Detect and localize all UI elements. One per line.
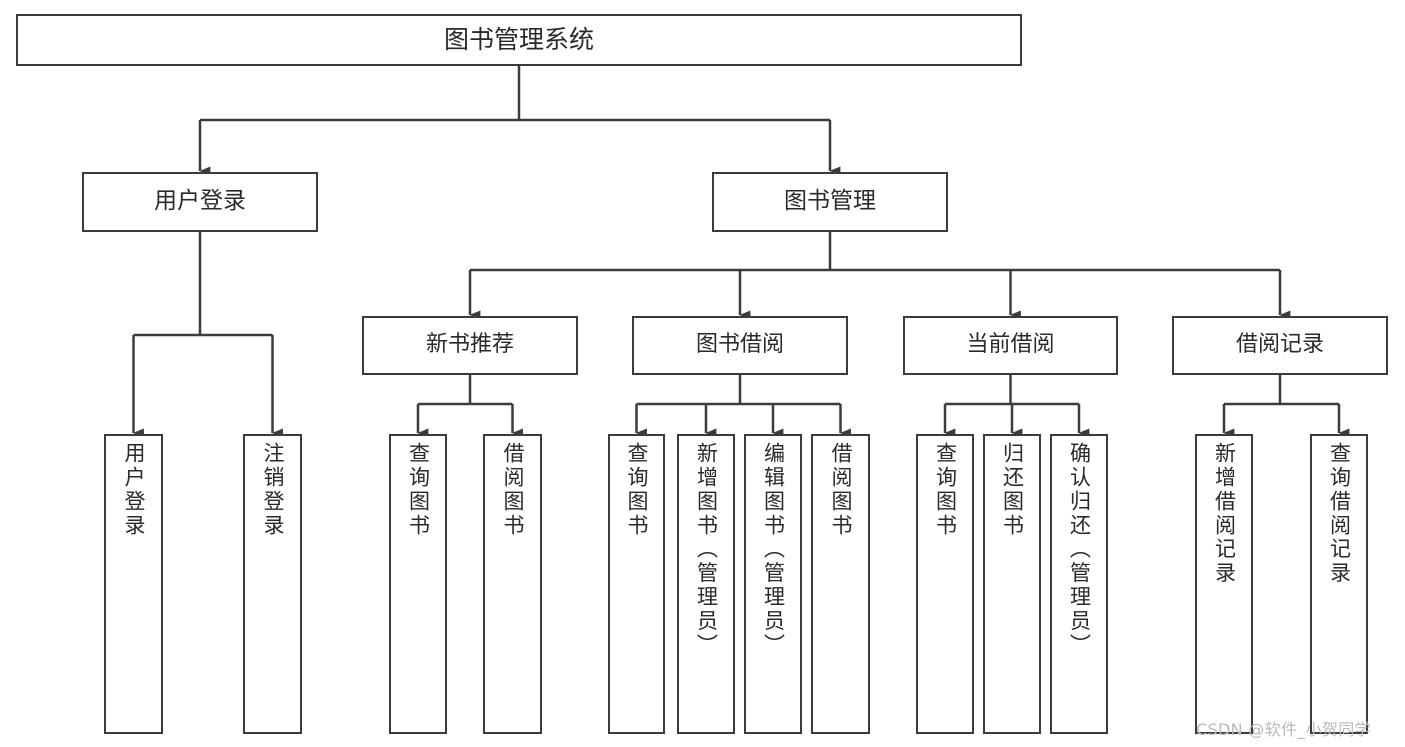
node-leaf-logout[interactable]: 注销登录 — [243, 434, 302, 734]
node-label: 查询图书 — [933, 442, 958, 538]
node-label: 借阅图书 — [501, 442, 525, 538]
node-label: 查询借阅记录 — [1327, 442, 1352, 586]
node-label: 用户登录 — [122, 442, 146, 538]
node-label: 查询图书 — [406, 442, 431, 538]
tree-connectors — [132, 66, 1350, 438]
node-label: 确认归还（管理员） — [1067, 442, 1092, 658]
node-label: 图书借阅 — [695, 332, 784, 358]
node-leaf-query-book-3[interactable]: 查询图书 — [916, 434, 974, 734]
node-label: 编辑图书（管理员） — [761, 442, 786, 658]
node-leaf-borrow-book-2[interactable]: 借阅图书 — [811, 434, 870, 734]
node-label: 归还图书 — [1000, 442, 1025, 538]
node-leaf-query-book-1[interactable]: 查询图书 — [389, 434, 447, 734]
node-label: 图书管理 — [784, 188, 876, 215]
node-label: 注销登录 — [261, 442, 285, 538]
node-leaf-add-record[interactable]: 新增借阅记录 — [1195, 434, 1253, 734]
node-leaf-query-record[interactable]: 查询借阅记录 — [1310, 434, 1368, 734]
node-label: 新书推荐 — [425, 332, 514, 358]
node-label: 新增图书（管理员） — [694, 442, 719, 658]
node-new-book-rec[interactable]: 新书推荐 — [362, 316, 578, 375]
node-leaf-confirm-return[interactable]: 确认归还（管理员） — [1050, 434, 1108, 734]
node-leaf-return-book[interactable]: 归还图书 — [983, 434, 1041, 734]
node-root[interactable]: 图书管理系统 — [16, 14, 1022, 66]
node-label: 借阅记录 — [1235, 332, 1324, 358]
node-leaf-borrow-book-1[interactable]: 借阅图书 — [483, 434, 542, 734]
node-leaf-user-login[interactable]: 用户登录 — [104, 434, 163, 734]
node-leaf-query-book-2[interactable]: 查询图书 — [608, 434, 665, 734]
watermark-label: CSDN @软件_小贺同学 — [1196, 720, 1371, 739]
node-borrow-record[interactable]: 借阅记录 — [1172, 316, 1388, 375]
node-leaf-add-book[interactable]: 新增图书（管理员） — [677, 434, 735, 734]
node-book-admin[interactable]: 图书管理 — [712, 172, 948, 232]
node-leaf-edit-book[interactable]: 编辑图书（管理员） — [744, 434, 802, 734]
node-label: 图书管理系统 — [443, 25, 594, 55]
node-label: 借阅图书 — [829, 442, 853, 538]
node-book-borrow[interactable]: 图书借阅 — [632, 316, 848, 375]
node-current-borrow[interactable]: 当前借阅 — [903, 316, 1118, 375]
node-label: 查询图书 — [625, 442, 649, 538]
node-label: 当前借阅 — [966, 332, 1055, 358]
node-label: 新增借阅记录 — [1212, 442, 1237, 586]
node-user-login[interactable]: 用户登录 — [82, 172, 318, 232]
node-label: 用户登录 — [154, 188, 246, 215]
